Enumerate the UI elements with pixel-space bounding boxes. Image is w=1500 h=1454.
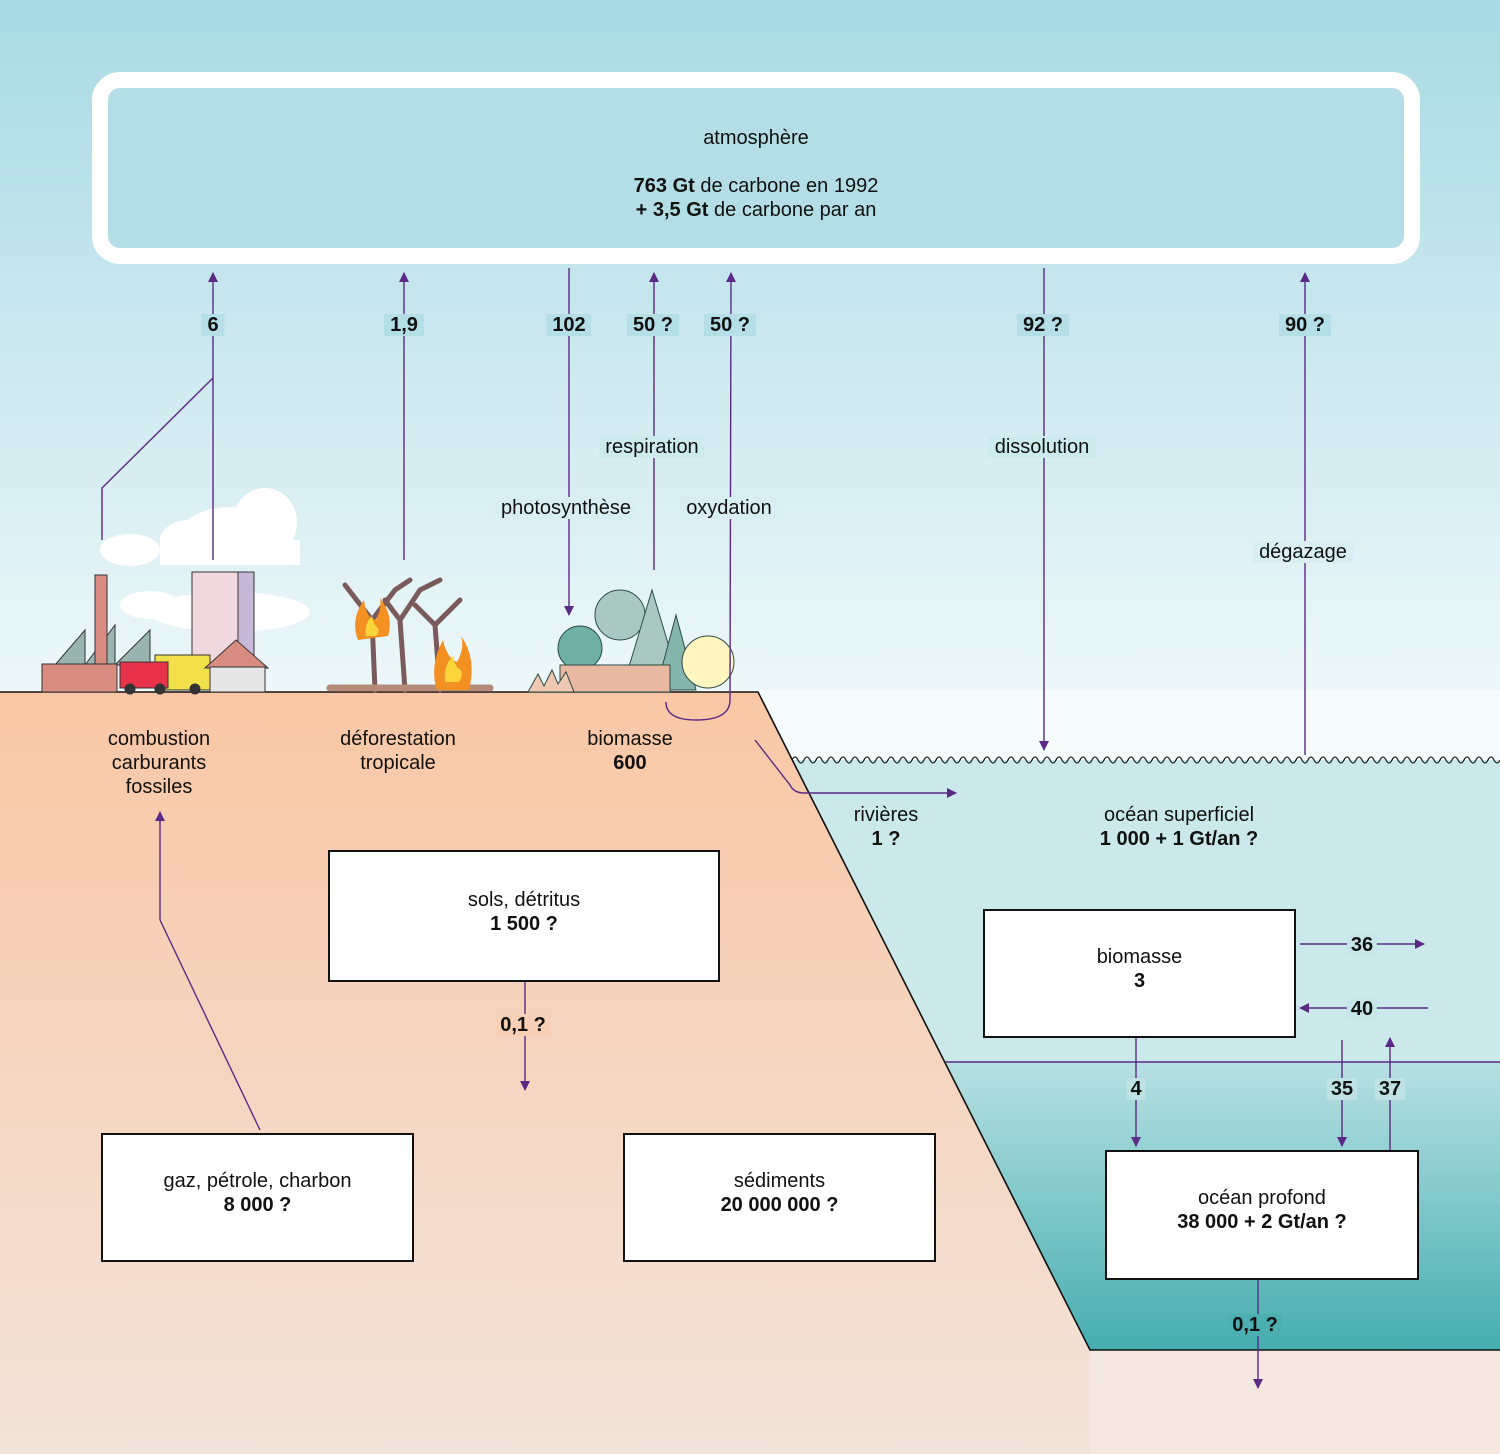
- flux-photosynthesis: 102: [546, 314, 592, 336]
- arrow-oxidation: [665, 272, 736, 721]
- flux-respiration: 50 ?: [626, 314, 680, 336]
- factory-illustration: [41, 571, 270, 695]
- label-respiration: respiration: [599, 436, 705, 458]
- label-combustion: combustion carburants fossiles: [107, 728, 211, 798]
- atmosphere-stock: 763 Gt de carbone en 1992: [633, 175, 879, 197]
- flux-soils-sediments: 0,1 ?: [496, 1014, 550, 1036]
- sea-surface: [791, 756, 1500, 764]
- flux-biomass-deep: 4: [1126, 1078, 1146, 1100]
- flux-deforestation: 1,9: [384, 314, 424, 336]
- label-dissolution: dissolution: [988, 436, 1096, 458]
- flux-oxidation: 50 ?: [703, 314, 757, 336]
- flux-arrows: [101, 268, 1428, 1389]
- flux-dissolution: 92 ?: [1016, 314, 1070, 336]
- marine-biomass-box: biomasse 3: [983, 909, 1296, 1038]
- atmosphere-box: atmosphère 763 Gt de carbone en 1992 + 3…: [92, 72, 1420, 264]
- label-oxidation: oxydation: [680, 497, 778, 519]
- coastline: [0, 691, 1500, 1351]
- flux-deep-out: 0,1 ?: [1228, 1314, 1282, 1336]
- forest-illustration: [527, 588, 735, 693]
- label-deforestation: déforestation tropicale: [340, 728, 456, 774]
- label-land-biomass: biomasse 600: [587, 728, 673, 774]
- fire-illustration: [355, 598, 472, 690]
- fossil-branches: [101, 377, 214, 540]
- arrow-rivers: [754, 739, 957, 798]
- flux-degassing: 90 ?: [1278, 314, 1332, 336]
- label-surface-ocean: océan superficiel 1 000 + 1 Gt/an ?: [1099, 804, 1259, 850]
- flux-deep-surface: 37: [1374, 1078, 1406, 1100]
- label-rivers: rivières 1 ?: [853, 804, 919, 850]
- flux-surface-deep: 35: [1326, 1078, 1358, 1100]
- atmosphere-growth: + 3,5 Gt de carbone par an: [635, 199, 877, 221]
- flux-ocean-out: 36: [1346, 934, 1378, 956]
- label-degassing: dégazage: [1253, 541, 1353, 563]
- lower-strip: [1090, 1350, 1500, 1454]
- deep-ocean-box: océan profond 38 000 + 2 Gt/an ?: [1105, 1150, 1419, 1280]
- label-photosynthesis: photosynthèse: [494, 497, 638, 519]
- arrow-fossil-extraction: [159, 919, 261, 1131]
- flux-ocean-in: 40: [1346, 998, 1378, 1020]
- flux-fossil: 6: [201, 314, 225, 336]
- fossil-fuels-box: gaz, pétrole, charbon 8 000 ?: [101, 1133, 414, 1262]
- sediments-box: sédiments 20 000 000 ?: [623, 1133, 936, 1262]
- soils-box: sols, détritus 1 500 ?: [328, 850, 720, 982]
- atmosphere-title: atmosphère: [703, 127, 809, 149]
